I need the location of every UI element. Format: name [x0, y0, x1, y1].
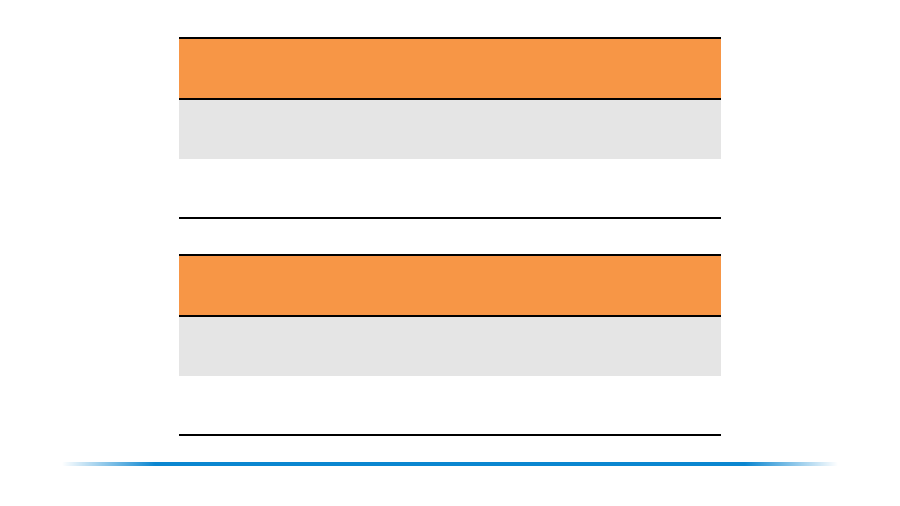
table-cell [281, 159, 574, 219]
header-cell [179, 37, 281, 100]
table-row [179, 159, 721, 219]
table-cell [574, 159, 721, 219]
data-table-2 [179, 254, 721, 436]
table-cell [574, 99, 721, 159]
accent-divider-line [62, 462, 838, 466]
table-cell [179, 99, 281, 159]
table-cell [179, 376, 281, 436]
table-row [179, 99, 721, 159]
header-cell [179, 254, 281, 317]
table-header-row [179, 37, 721, 100]
header-cell [574, 254, 721, 317]
table-cell [574, 316, 721, 376]
table-cell [179, 159, 281, 219]
header-cell [574, 37, 721, 100]
table-cell [574, 376, 721, 436]
table-cell [281, 376, 574, 436]
header-cell [281, 254, 574, 317]
table-cell [179, 316, 281, 376]
table-row [179, 376, 721, 436]
table-header-row [179, 254, 721, 317]
table-row [179, 316, 721, 376]
table-cell [281, 316, 574, 376]
data-table-1 [179, 37, 721, 219]
header-cell [281, 37, 574, 100]
table-cell [281, 99, 574, 159]
